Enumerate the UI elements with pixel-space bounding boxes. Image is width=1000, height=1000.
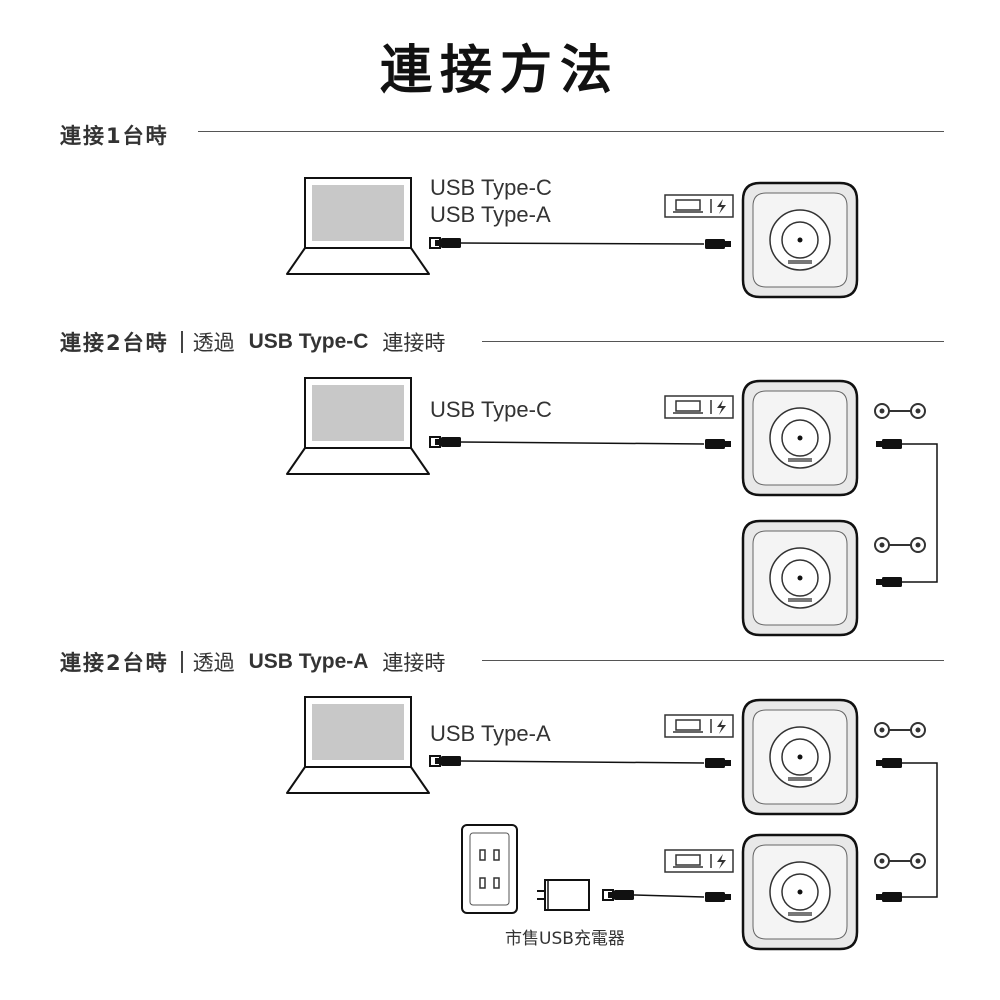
section-3-divider [482, 660, 944, 661]
page-title: 連接方法 [379, 41, 620, 101]
section-2-type: USB Type-C [248, 330, 369, 353]
section-2-separator [180, 331, 183, 353]
section-2-title: 連接2台時 [60, 331, 169, 355]
charger-cable [602, 889, 731, 902]
laptop-charge-port-icon [664, 849, 734, 873]
usb-charger-icon [537, 879, 590, 911]
daisy-chain-link-icon [874, 722, 926, 738]
daisy-chain-link-icon [874, 537, 926, 553]
section-2-suffix: 連接時 [382, 331, 446, 355]
laptop-icon [286, 696, 430, 794]
speakerphone-icon [741, 181, 859, 299]
section-2-heading: 連接2台時 透過 USB Type-C 連接時 [60, 327, 445, 357]
laptop-icon [286, 377, 430, 475]
speakerphone-icon [741, 519, 859, 637]
usb-cable [429, 755, 731, 768]
speakerphone-icon [741, 379, 859, 497]
laptop-charge-port-icon [664, 395, 734, 419]
section-1-divider [198, 131, 944, 132]
section-3-via: 透過 [192, 651, 235, 675]
daisy-chain-cable [876, 439, 938, 587]
section-2-via: 透過 [192, 331, 235, 355]
laptop-charge-port-icon [664, 194, 734, 218]
section-3-title: 連接2台時 [60, 651, 169, 675]
usb-type-a-label: USB Type-A [430, 202, 551, 227]
daisy-chain-link-icon [874, 853, 926, 869]
laptop-icon [286, 177, 430, 275]
daisy-chain-cable [876, 758, 938, 902]
speakerphone-icon [741, 698, 859, 816]
usb-cable [429, 237, 731, 249]
section-3-separator [180, 651, 183, 673]
section-1-title: 連接1台時 [60, 124, 169, 148]
section-1-heading: 連接1台時 [60, 120, 169, 150]
section-3-port-label: USB Type-A [430, 721, 551, 746]
section-2-divider [482, 341, 944, 342]
speakerphone-icon [741, 833, 859, 951]
usb-cable [429, 436, 731, 449]
section-3-suffix: 連接時 [382, 651, 446, 675]
section-3-type: USB Type-A [248, 650, 369, 673]
section-2-port-label: USB Type-C [430, 397, 552, 422]
charger-caption: 市售USB充電器 [505, 929, 625, 949]
wall-outlet-icon [461, 824, 518, 914]
daisy-chain-link-icon [874, 403, 926, 419]
laptop-charge-port-icon [664, 714, 734, 738]
usb-type-c-label: USB Type-C [430, 175, 552, 200]
section-1-port-labels: USB Type-C USB Type-A [430, 174, 552, 228]
section-3-heading: 連接2台時 透過 USB Type-A 連接時 [60, 647, 445, 677]
